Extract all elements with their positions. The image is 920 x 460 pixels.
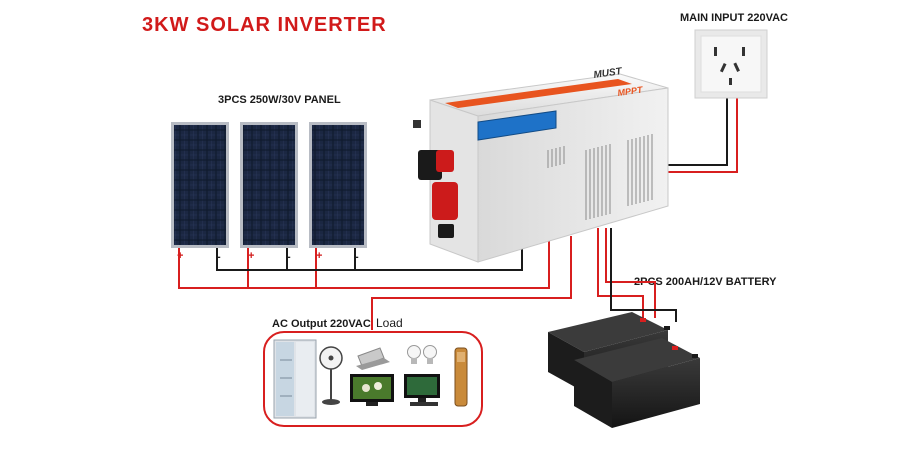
panel1-plus: +	[177, 250, 184, 262]
main-input-wiring	[660, 86, 738, 173]
panel-wiring	[178, 236, 550, 289]
battery-wiring	[597, 228, 677, 322]
solar-panel-1	[171, 122, 229, 248]
panel2-plus: +	[248, 250, 255, 262]
desktop-computer-icon	[404, 374, 440, 406]
tv-icon	[350, 374, 394, 406]
water-pump-icon	[454, 347, 468, 407]
fan-icon	[319, 346, 343, 405]
panel-label: 3PCS 250W/30V PANEL	[218, 94, 341, 106]
panel1-minus: -	[217, 251, 221, 263]
light-bulbs-icon	[407, 345, 437, 364]
ac-output-wire	[371, 236, 572, 330]
solar-panel-2	[240, 122, 298, 248]
diagram-title: 3KW SOLAR INVERTER	[142, 14, 387, 36]
main-input-label: MAIN INPUT 220VAC	[680, 12, 788, 24]
panel2-minus: -	[287, 251, 291, 263]
battery-label: 2PCS 200AH/12V BATTERY	[634, 276, 777, 288]
panel3-minus: -	[355, 251, 359, 263]
load-group-frame	[263, 331, 483, 427]
panel3-plus: +	[316, 250, 323, 262]
wall-outlet	[694, 29, 768, 99]
solar-panel-3	[309, 122, 367, 248]
battery-2	[574, 338, 700, 428]
inverter: MUST MPPT	[413, 66, 669, 263]
inverter-brand-text: MUST	[593, 66, 623, 81]
laptop-icon	[356, 347, 390, 370]
load-label: Load	[376, 316, 403, 330]
dc-red-terminal	[432, 182, 458, 220]
mppt-badge-text: MPPT	[617, 84, 645, 98]
ac-output-label: AC Output 220VAC	[272, 318, 371, 330]
refrigerator-icon	[273, 339, 317, 419]
